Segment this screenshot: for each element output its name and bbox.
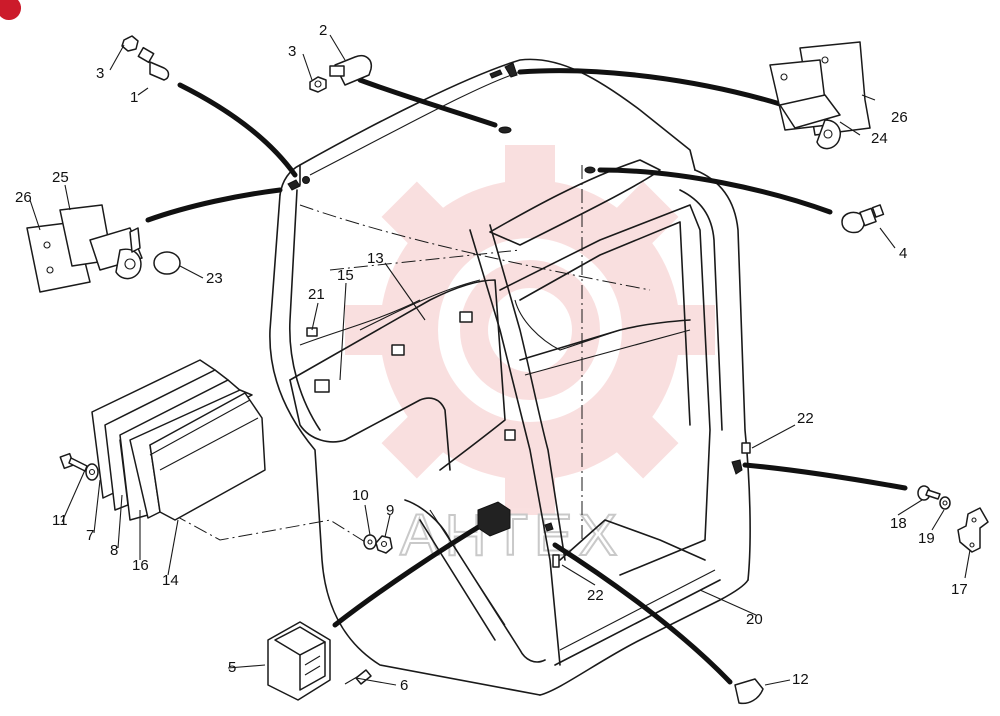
callout-9: 9: [386, 502, 394, 519]
callout-15: 15: [337, 267, 354, 284]
watermark-text: АНТЕХ: [400, 503, 623, 568]
corner-badge: [0, 0, 22, 21]
callout-22: 22: [797, 410, 814, 427]
callout-1: 1: [130, 89, 138, 106]
callout-17: 17: [951, 581, 968, 598]
part-17-latch-bracket: [957, 507, 989, 553]
callout-5: 5: [228, 659, 236, 676]
callout-7: 7: [86, 527, 94, 544]
callout-13: 13: [367, 250, 384, 267]
callout-19: 19: [918, 530, 935, 547]
callout-3: 3: [96, 65, 104, 82]
callout-26: 26: [15, 189, 32, 206]
callout-3: 3: [288, 43, 296, 60]
part-4-knob: [841, 204, 885, 234]
callout-24: 24: [871, 130, 888, 147]
callout-labels: 1 2 3 3 4 5 6 7 8 9 10 11 12 13 14 15 16…: [15, 22, 968, 694]
part-6-screw: [344, 669, 372, 685]
part-10-washer: [363, 534, 377, 550]
callout-23: 23: [206, 270, 223, 287]
callout-12: 12: [792, 671, 809, 688]
part-23-washer: [153, 251, 181, 275]
watermark-gear-logo: [345, 145, 715, 515]
callout-2: 2: [319, 22, 327, 39]
leader-lines: [145, 68, 908, 685]
part-1-bolt-cap: [121, 35, 170, 81]
connector-block: [477, 501, 511, 537]
callout-18: 18: [890, 515, 907, 532]
part-24-hinge-right: [769, 59, 841, 150]
callout-4: 4: [899, 245, 907, 262]
part-2-cap: [329, 55, 373, 86]
part-7-washer: [85, 463, 99, 481]
callout-26: 26: [891, 109, 908, 126]
part-25-hinge-left: [59, 204, 143, 280]
part-5-box-bracket: [267, 621, 331, 701]
part-18-bolt: [917, 485, 941, 501]
pointer-lines: [29, 34, 971, 686]
callout-8: 8: [110, 542, 118, 559]
callout-16: 16: [132, 557, 149, 574]
callout-20: 20: [746, 611, 763, 628]
callout-21: 21: [308, 286, 325, 303]
callout-22: 22: [587, 587, 604, 604]
callout-11: 11: [52, 512, 68, 529]
callout-6: 6: [400, 677, 408, 694]
part-9-nut: [375, 535, 393, 554]
part-3-nut: [309, 76, 327, 93]
callout-14: 14: [162, 572, 179, 589]
part-19-washer: [939, 496, 951, 510]
center-lines: [109, 165, 651, 546]
part-12-clip: [734, 678, 764, 705]
callout-25: 25: [52, 169, 69, 186]
callout-10: 10: [352, 487, 369, 504]
cab-frame: [269, 58, 751, 696]
part-11-bolt: [59, 452, 88, 472]
part-14-panel: [129, 389, 266, 521]
